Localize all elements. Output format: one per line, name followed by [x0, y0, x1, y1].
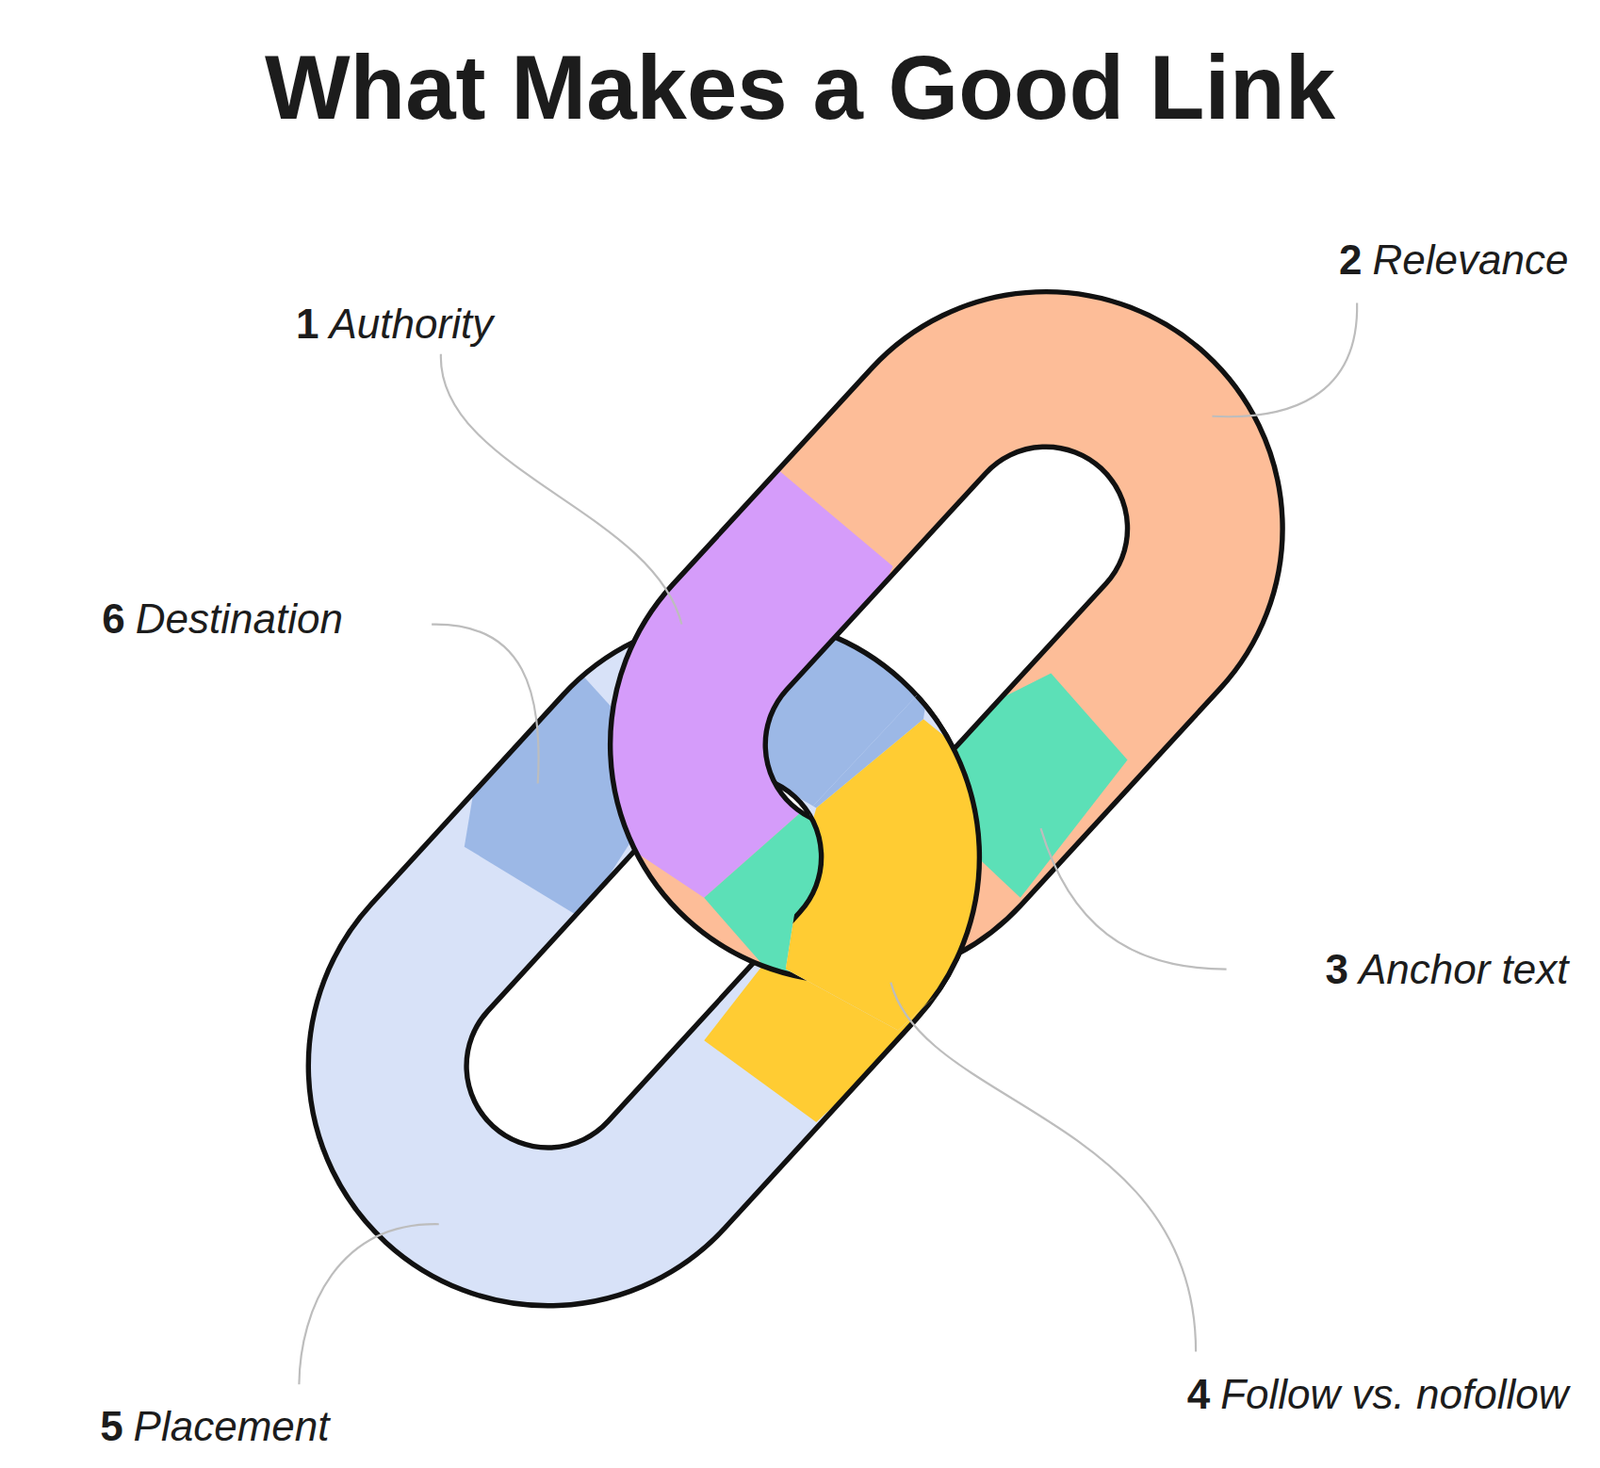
link-body [510, 204, 1429, 1123]
link-overlap-copy [204, 509, 1123, 1428]
upper-chain-link [510, 194, 1429, 1123]
callout-label-text: Relevance [1372, 236, 1569, 283]
callout-number: 2 [1338, 236, 1362, 283]
callout-number: 6 [101, 595, 125, 642]
callout-label: 5Placement [99, 1404, 329, 1450]
leader-line [431, 624, 539, 784]
callout-label: 1Authority [295, 301, 493, 347]
leader-line [298, 1224, 439, 1385]
callout-number: 3 [1324, 946, 1348, 993]
callout-number: 5 [99, 1403, 123, 1450]
callout-label-text: Destination [135, 595, 343, 642]
link-overlap [204, 509, 1123, 1428]
callout-label-text: Authority [329, 300, 494, 347]
leader-lines [298, 303, 1357, 1386]
callout-number: 4 [1187, 1371, 1210, 1418]
callout-label: 3Anchor text [1324, 946, 1568, 993]
leader-line [440, 354, 683, 625]
callout-label: 2Relevance [1338, 237, 1568, 283]
callout-label: 4Follow vs. nofollow [1187, 1371, 1569, 1418]
callout-label-text: Anchor text [1358, 946, 1569, 993]
callout-label-text: Follow vs. nofollow [1220, 1371, 1568, 1418]
callout-number: 1 [295, 300, 319, 347]
callout-label-text: Placement [133, 1403, 330, 1450]
diagram-title: What Makes a Good Link [0, 35, 1600, 140]
callout-label: 6Destination [101, 596, 343, 642]
leader-line [1041, 828, 1227, 969]
leader-line [890, 982, 1196, 1353]
leader-line [1211, 303, 1357, 418]
